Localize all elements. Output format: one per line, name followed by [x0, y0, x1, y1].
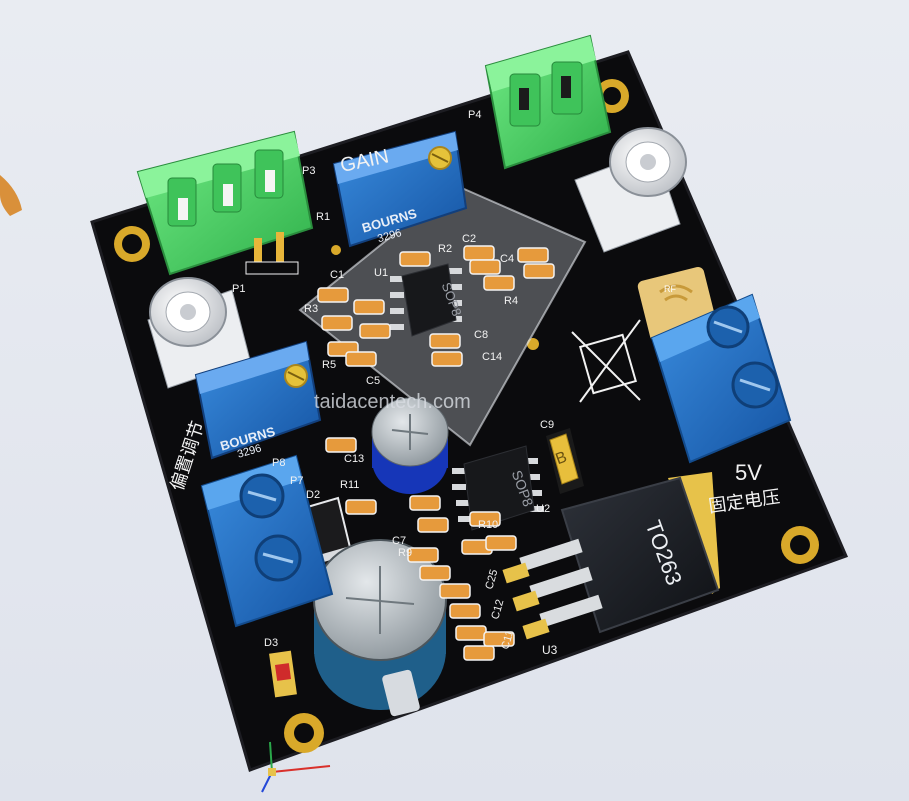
ref-r1: R1: [316, 211, 330, 223]
ref-r5: R5: [322, 359, 336, 371]
mounting-holes: [114, 79, 819, 753]
terminal-p1-header: [245, 232, 299, 275]
led-d3: [269, 650, 297, 698]
ref-r4: R4: [504, 295, 518, 307]
rf-badge: RF: [664, 284, 676, 294]
smd-passives: [317, 245, 555, 661]
cap-c13-electrolytic: [371, 397, 449, 494]
ref-c5: C5: [366, 375, 380, 387]
ref-c9: C9: [540, 419, 554, 431]
axis-triad: [261, 741, 331, 793]
ic-u3: TO263: [502, 472, 720, 640]
terminal-5v-output: [650, 293, 792, 464]
ref-p8: P8: [272, 457, 285, 469]
terminal-p4: [484, 34, 612, 170]
ref-p4: P4: [468, 109, 481, 121]
ref-r9: R9: [398, 547, 412, 559]
ref-r2: R2: [438, 243, 452, 255]
ref-d3: D3: [264, 637, 278, 649]
bnc-connector-top: [574, 127, 687, 253]
ref-c7: C7: [392, 535, 406, 547]
ref-c14: C14: [482, 351, 502, 363]
ref-c25: C25: [483, 568, 500, 591]
trimmer-offset: BOURNS 3296: [194, 340, 322, 461]
trimmer-gain: BOURNS 3296: [332, 130, 468, 248]
label-fixed-voltage-value: 5V: [735, 460, 762, 485]
peripheral-tab: [0, 175, 22, 216]
terminal-p7: [200, 454, 334, 628]
weee-symbol: [571, 319, 641, 403]
ref-u3: U3: [542, 643, 558, 657]
ref-r3: R3: [304, 303, 318, 315]
bnc-connector-left: [147, 277, 251, 389]
cap-c9-tantalum: B: [546, 428, 584, 494]
ref-p1: P1: [232, 283, 245, 295]
ref-c11: C11: [499, 629, 516, 651]
ref-p3: P3: [302, 165, 315, 177]
cap-bulk-electrolytic: [313, 539, 447, 717]
ref-d2: D2: [306, 489, 320, 501]
watermark: taidacentech.com: [314, 391, 471, 413]
ic-u1: SOP8: [390, 263, 465, 337]
ref-u1: U1: [374, 267, 388, 279]
ref-r11: R11: [340, 479, 359, 491]
ref-c8: C8: [474, 329, 488, 341]
ref-u2: U2: [536, 503, 550, 515]
ref-c13: C13: [344, 453, 364, 465]
ref-c2: C2: [462, 233, 476, 245]
ref-c1: C1: [330, 269, 344, 281]
ref-r10: R10: [478, 519, 498, 531]
terminal-p3: [136, 130, 314, 276]
ref-c12: C12: [489, 598, 506, 621]
ic-u2: SOP8: [452, 445, 544, 531]
ref-p7: P7: [290, 475, 303, 487]
ref-c4: C4: [500, 253, 514, 265]
